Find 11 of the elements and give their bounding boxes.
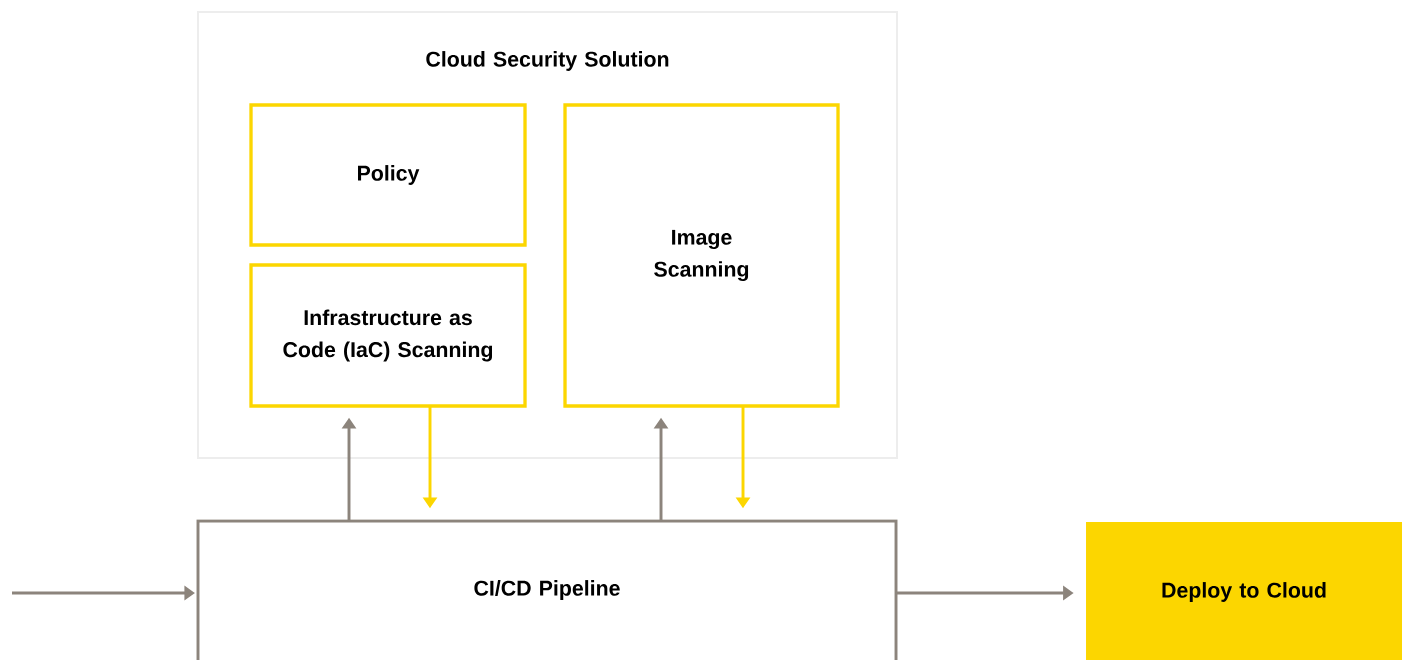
component-box bbox=[249, 103, 527, 247]
box-label: Cloud Security Solution bbox=[426, 51, 669, 71]
box-label: Policy bbox=[358, 165, 420, 185]
box-label: Infrastructure as Code (IaC) Scanning bbox=[283, 309, 493, 362]
component-box bbox=[563, 103, 840, 408]
box-label: CI/CD Pipeline bbox=[474, 580, 620, 600]
box-label: Image Scanning bbox=[654, 229, 749, 282]
box-label: Deploy to Cloud bbox=[1162, 582, 1326, 602]
target-box bbox=[1086, 522, 1402, 660]
process-box bbox=[196, 519, 898, 660]
component-box bbox=[249, 263, 527, 408]
